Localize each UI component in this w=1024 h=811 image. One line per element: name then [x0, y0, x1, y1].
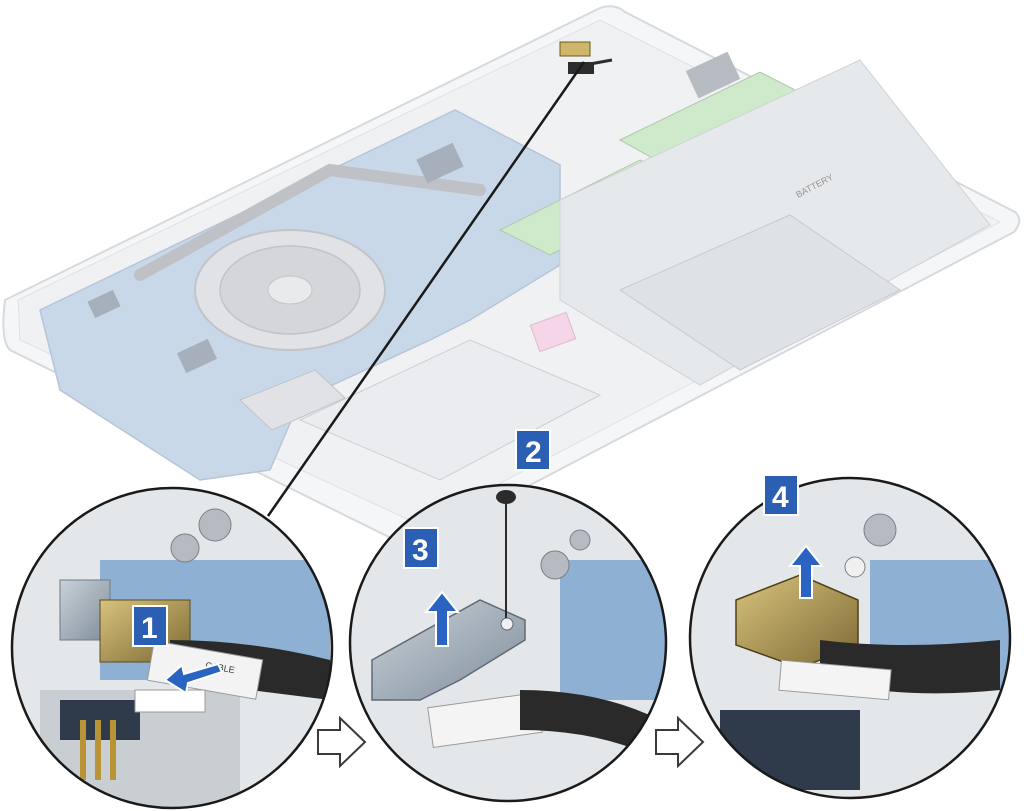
dc-in-port-location — [559, 41, 613, 74]
touchpad-bracket — [618, 214, 901, 371]
wlan-card — [239, 369, 346, 431]
right-arrow-outline-icon — [317, 715, 367, 769]
battery-outline — [298, 339, 602, 481]
svg-text:2: 2 — [525, 436, 542, 469]
svg-text:3: 3 — [412, 534, 429, 567]
dc-in-bracket — [371, 599, 526, 701]
heat-pipe — [134, 163, 486, 281]
callout-step-2-3: 2 3 — [348, 429, 668, 803]
right-arrow-outline-icon — [655, 715, 705, 769]
up-arrow-icon — [423, 590, 461, 647]
laptop-base: BATTERY — [2, 5, 1021, 545]
up-arrow-icon — [787, 544, 825, 599]
step-badge-2: 2 — [515, 429, 551, 471]
callout-step-1: CABLE 1 — [10, 486, 334, 810]
step-badge-3: 3 — [403, 527, 439, 569]
callout-leader-line — [266, 61, 586, 517]
callout-step-4: 4 — [688, 474, 1012, 800]
step-badge-4: 4 — [763, 474, 799, 516]
svg-text:4: 4 — [772, 481, 789, 514]
screw-icon — [496, 490, 516, 618]
svg-text:1: 1 — [141, 612, 158, 645]
arrow-left-icon — [163, 662, 224, 695]
step-badge-1: 1 — [132, 605, 168, 647]
cooling-fan — [194, 229, 386, 351]
